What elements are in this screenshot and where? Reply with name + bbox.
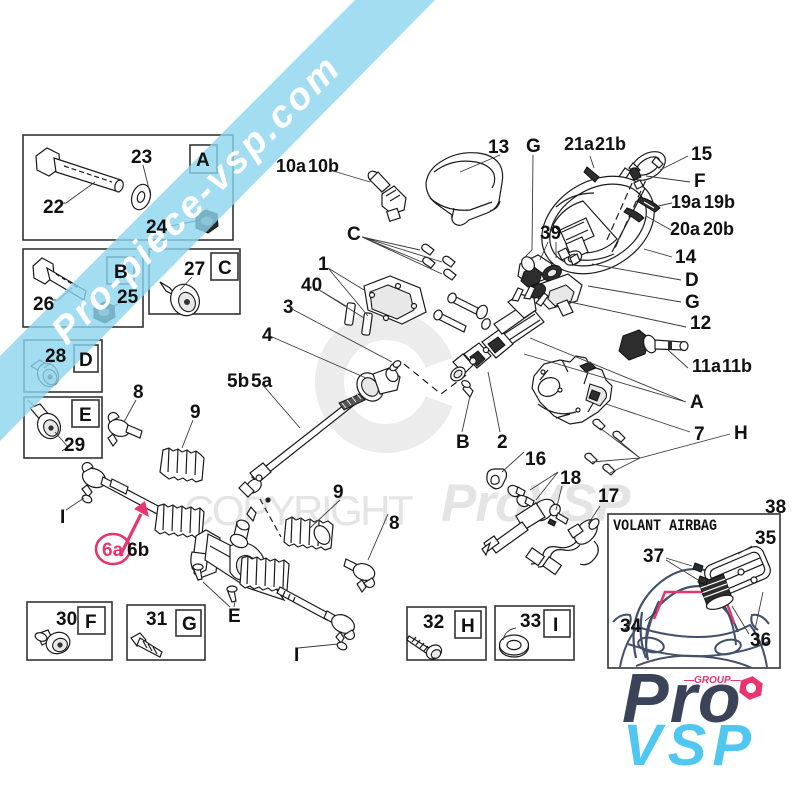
svg-text:6a: 6a (102, 540, 124, 561)
svg-text:24: 24 (146, 217, 168, 238)
svg-text:33: 33 (520, 611, 541, 632)
svg-text:B: B (456, 432, 470, 453)
svg-text:17: 17 (598, 486, 619, 507)
svg-text:VOLANT AIRBAG: VOLANT AIRBAG (613, 518, 717, 535)
svg-text:1: 1 (318, 254, 329, 275)
svg-text:8: 8 (133, 382, 144, 403)
svg-text:I: I (60, 507, 65, 528)
svg-text:30: 30 (56, 609, 77, 630)
svg-text:37: 37 (643, 546, 664, 567)
svg-text:—GROUP—: —GROUP— (683, 675, 742, 686)
svg-text:D: D (685, 270, 699, 291)
svg-text:2: 2 (497, 432, 508, 453)
svg-text:G: G (685, 292, 700, 313)
svg-text:I: I (553, 615, 558, 636)
svg-text:A: A (196, 150, 210, 171)
svg-text:G: G (526, 136, 541, 157)
svg-text:22: 22 (43, 197, 64, 218)
svg-text:VSP: VSP (623, 713, 757, 778)
svg-text:I: I (294, 645, 299, 666)
svg-text:10a: 10a (276, 156, 307, 176)
svg-text:G: G (182, 614, 197, 635)
svg-text:19a: 19a (671, 192, 702, 212)
svg-text:34: 34 (620, 616, 642, 637)
svg-text:4: 4 (262, 325, 273, 346)
svg-text:36: 36 (750, 630, 771, 651)
svg-text:20a: 20a (670, 219, 701, 239)
svg-text:F: F (694, 171, 706, 192)
svg-text:21a: 21a (564, 134, 595, 154)
svg-text:9: 9 (190, 402, 201, 423)
svg-text:E: E (79, 405, 92, 426)
svg-text:Pro: Pro (622, 659, 742, 737)
svg-text:35: 35 (755, 528, 777, 549)
svg-text:31: 31 (146, 609, 168, 630)
svg-text:3: 3 (283, 297, 294, 318)
svg-text:13: 13 (488, 137, 509, 158)
svg-text:C: C (347, 224, 361, 245)
svg-text:19b: 19b (704, 192, 735, 212)
svg-text:38: 38 (765, 497, 786, 518)
svg-text:8: 8 (389, 513, 400, 534)
svg-text:11a: 11a (692, 356, 722, 376)
svg-text:6b: 6b (127, 540, 149, 561)
svg-text:11b: 11b (722, 356, 752, 376)
svg-text:18: 18 (560, 468, 581, 489)
svg-text:32: 32 (423, 612, 444, 633)
svg-text:F: F (85, 612, 97, 633)
svg-text:29: 29 (64, 435, 85, 456)
svg-text:B: B (114, 262, 128, 283)
svg-text:25: 25 (117, 287, 139, 308)
svg-text:5a: 5a (251, 371, 273, 392)
svg-text:40: 40 (301, 275, 322, 296)
svg-text:23: 23 (131, 147, 152, 168)
svg-text:10b: 10b (308, 156, 339, 176)
svg-text:E: E (228, 606, 241, 627)
svg-text:H: H (461, 616, 475, 637)
svg-text:26: 26 (33, 294, 54, 315)
svg-text:D: D (79, 350, 93, 371)
svg-text:A: A (690, 392, 704, 413)
svg-text:12: 12 (690, 313, 711, 334)
svg-text:21b: 21b (595, 134, 626, 154)
svg-text:5b: 5b (227, 371, 249, 392)
svg-text:27: 27 (184, 259, 205, 280)
svg-text:9: 9 (333, 482, 344, 503)
svg-text:16: 16 (525, 449, 546, 470)
svg-text:H: H (734, 423, 748, 444)
svg-text:28: 28 (45, 346, 66, 367)
svg-text:14: 14 (675, 247, 697, 268)
svg-text:15: 15 (691, 144, 713, 165)
svg-text:C: C (218, 258, 232, 279)
svg-text:20b: 20b (703, 219, 734, 239)
svg-text:39: 39 (540, 223, 561, 244)
svg-text:7: 7 (694, 424, 705, 445)
